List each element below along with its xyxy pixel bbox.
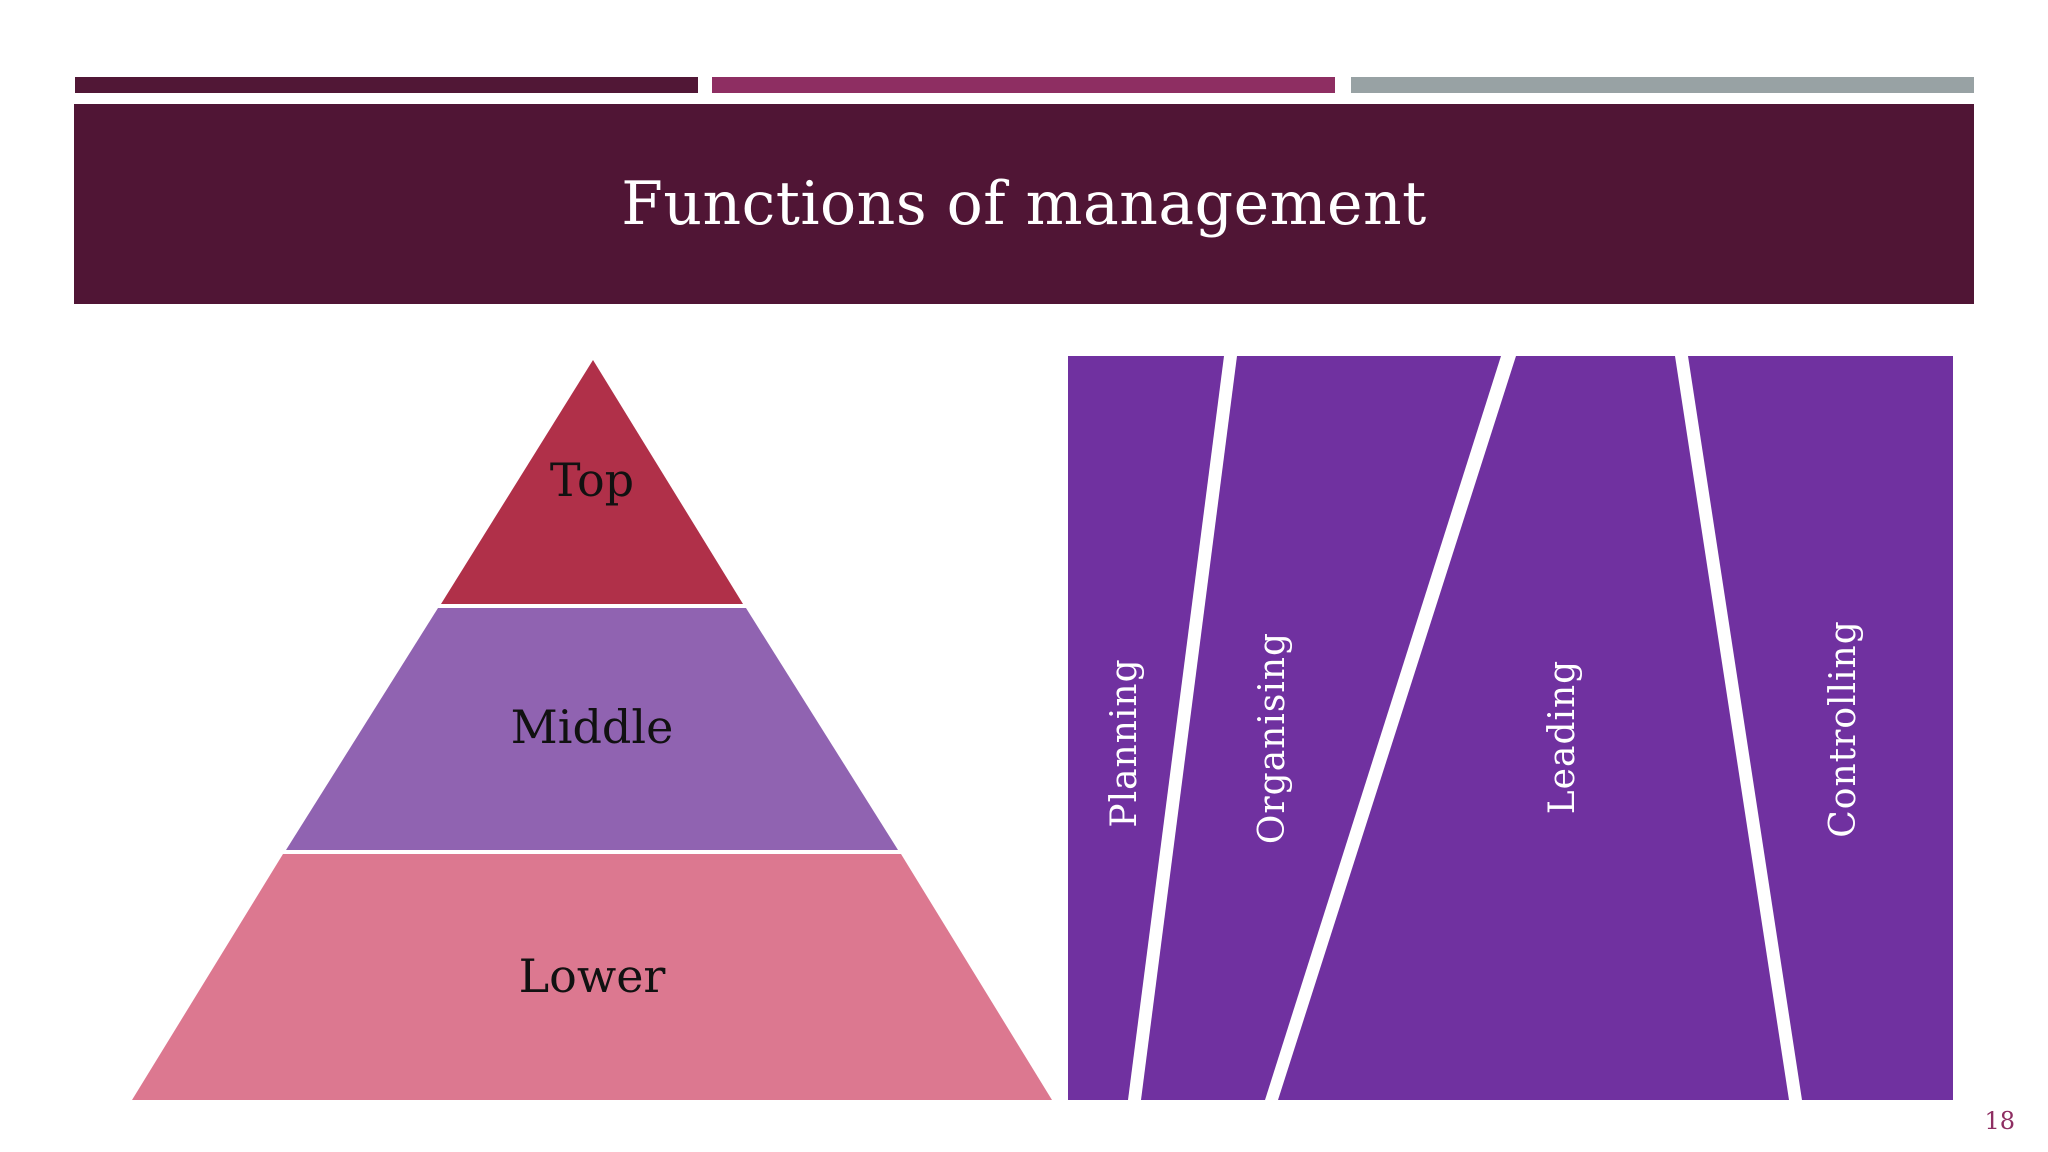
function-block-planning (1068, 356, 1224, 1100)
pyramid-label-lower: Lower (519, 949, 666, 1003)
pyramid-level-top (441, 360, 743, 604)
function-label-leading: Leading (1542, 660, 1583, 814)
pyramid-level-middle (286, 608, 898, 850)
slide-title: Functions of management (621, 169, 1427, 239)
pyramid-level-lower (132, 854, 1052, 1100)
management-functions: Planning Organising Leading Controlling (1068, 356, 1953, 1100)
function-block-controlling (1688, 356, 1953, 1100)
accent-bar-dark (75, 77, 698, 93)
management-pyramid: Top Middle Lower (132, 360, 1052, 1100)
pyramid-label-middle: Middle (511, 700, 674, 754)
function-block-organising (1141, 356, 1501, 1100)
title-band: Functions of management (74, 104, 1974, 304)
function-label-organising: Organising (1252, 632, 1293, 844)
page-number: 18 (1984, 1107, 2015, 1135)
function-label-controlling: Controlling (1823, 620, 1864, 838)
function-block-leading (1278, 356, 1789, 1100)
function-label-planning: Planning (1104, 658, 1145, 827)
accent-bar-gray (1351, 77, 1974, 93)
accent-bar-plum (712, 77, 1335, 93)
pyramid-label-top: Top (550, 453, 634, 507)
